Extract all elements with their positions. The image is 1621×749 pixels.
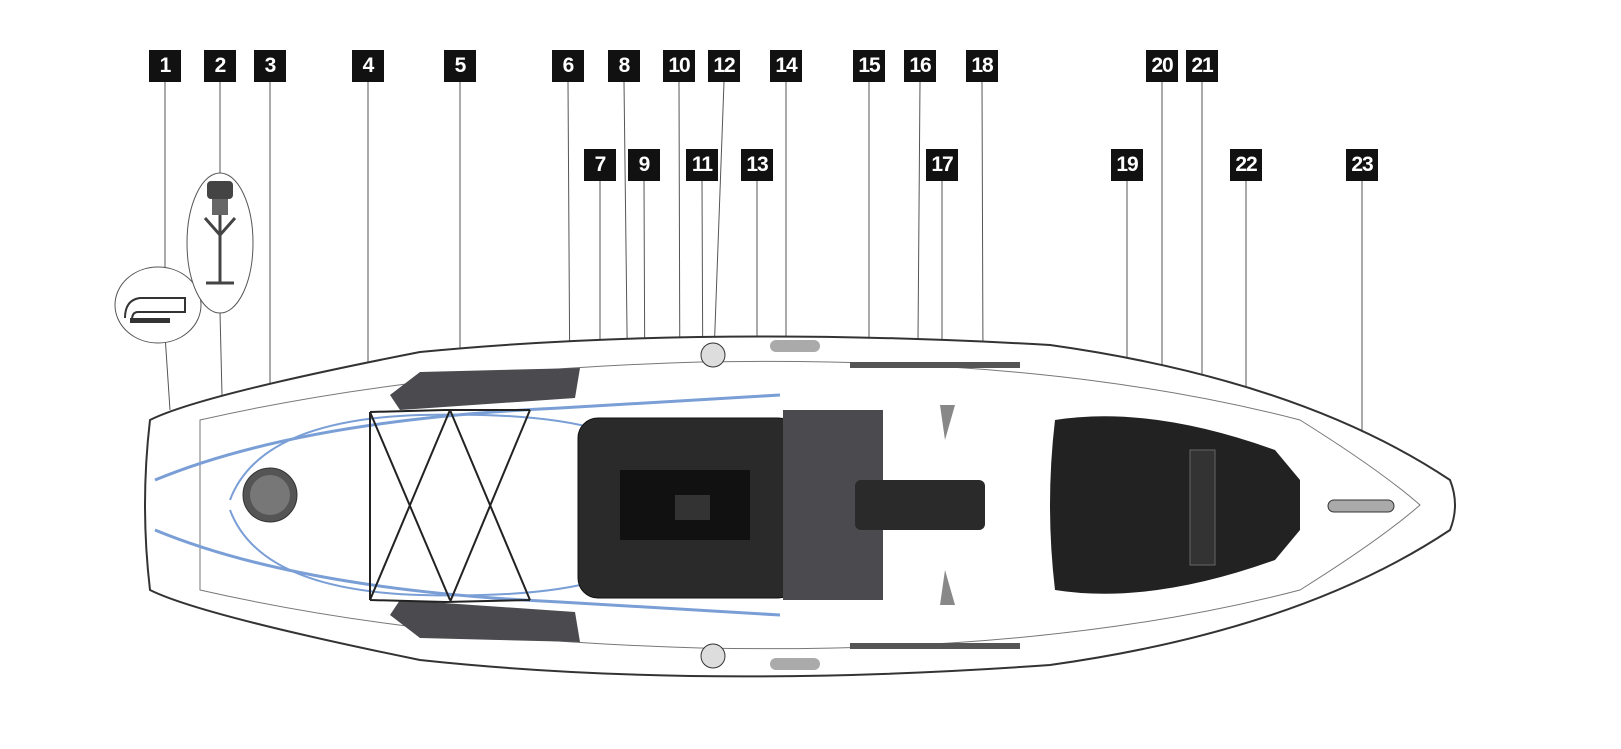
callout-tag-15: 15: [853, 50, 885, 82]
inset-drain-plug: [186, 172, 254, 314]
callout-tag-7: 7: [584, 149, 616, 181]
callout-tag-22: 22: [1230, 149, 1262, 181]
inset-bow-handle: [114, 266, 202, 344]
callout-tag-4: 4: [352, 50, 384, 82]
callout-tag-12: 12: [708, 50, 740, 82]
callout-tag-1: 1: [149, 50, 181, 82]
callout-tag-8: 8: [608, 50, 640, 82]
callout-tag-13: 13: [741, 149, 773, 181]
callout-tag-2: 2: [204, 50, 236, 82]
callout-tag-18: 18: [966, 50, 998, 82]
callout-tag-9: 9: [628, 149, 660, 181]
kayak-hull: [144, 335, 1456, 678]
callout-tag-14: 14: [770, 50, 802, 82]
callout-tag-20: 20: [1146, 50, 1178, 82]
callout-tag-10: 10: [663, 50, 695, 82]
callout-tag-3: 3: [254, 50, 286, 82]
callout-tag-16: 16: [904, 50, 936, 82]
callout-tag-21: 21: [1186, 50, 1218, 82]
callout-tag-17: 17: [926, 149, 958, 181]
callout-tag-11: 11: [686, 149, 718, 181]
callout-tag-5: 5: [444, 50, 476, 82]
callout-tag-23: 23: [1346, 149, 1378, 181]
callout-tag-6: 6: [552, 50, 584, 82]
callout-tag-19: 19: [1111, 149, 1143, 181]
